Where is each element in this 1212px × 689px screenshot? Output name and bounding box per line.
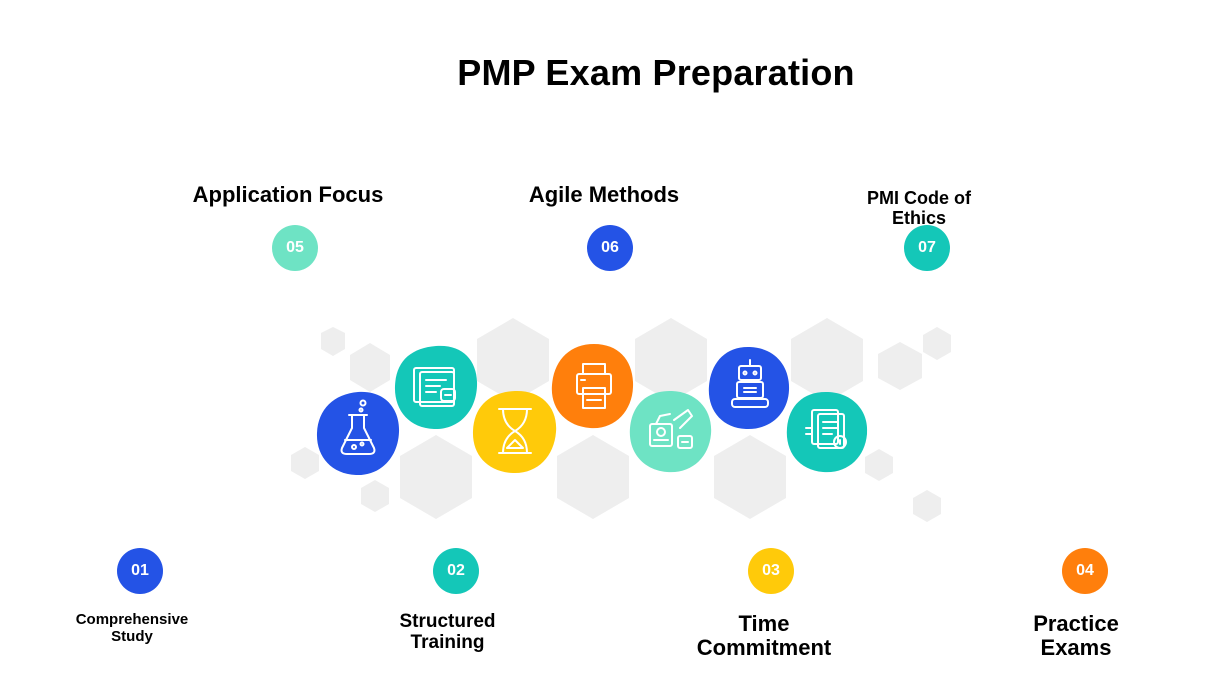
step-07-label: PMI Code of Ethics — [867, 188, 971, 228]
step-06-number: 06 — [587, 225, 633, 271]
step-02-label: Structured Training — [399, 611, 496, 653]
document-screen-icon — [394, 345, 478, 430]
flask-icon — [316, 391, 400, 476]
tools-icon — [629, 390, 712, 473]
step-06-label: Agile Methods — [528, 182, 680, 207]
step-02-number: 02 — [433, 548, 479, 594]
hourglass-icon — [472, 390, 557, 474]
step-01-number: 01 — [117, 548, 163, 594]
locked-documents-icon — [786, 391, 868, 473]
step-07-number: 07 — [904, 225, 950, 271]
robot-icon — [708, 346, 790, 430]
step-05-label: Application Focus — [192, 182, 384, 207]
page-title: PMP Exam Preparation — [457, 52, 855, 93]
step-04-label: Practice Exams — [1033, 611, 1119, 661]
step-05-number: 05 — [272, 225, 318, 271]
background-hexagons — [291, 318, 951, 522]
printer-icon — [551, 344, 634, 429]
step-03-label: Time Commitment — [696, 611, 832, 661]
step-04-number: 04 — [1062, 548, 1108, 594]
step-01-label: Comprehensive Study — [75, 611, 189, 645]
step-03-number: 03 — [748, 548, 794, 594]
